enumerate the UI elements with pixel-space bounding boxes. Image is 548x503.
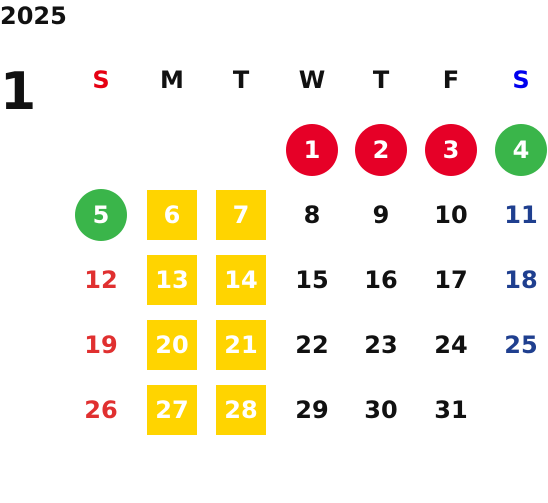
day-cell-23: 23 [364,331,398,359]
weekday-header-monday: M [160,66,184,94]
day-cell-4: 4 [495,124,547,176]
day-cell-12: 12 [84,266,118,294]
day-cell-21: 21 [216,320,266,370]
day-cell-19: 19 [84,331,118,359]
weekday-header-sunday: S [92,66,110,94]
day-cell-22: 22 [295,331,329,359]
day-cell-29: 29 [295,396,329,424]
day-cell-2: 2 [355,124,407,176]
weekday-header-friday: F [442,66,460,94]
day-cell-24: 24 [434,331,468,359]
day-cell-25: 25 [504,331,538,359]
day-cell-3: 3 [425,124,477,176]
weekday-header-saturday: S [512,66,530,94]
day-cell-15: 15 [295,266,329,294]
day-cell-10: 10 [434,201,468,229]
day-cell-7: 7 [216,190,266,240]
day-cell-5: 5 [75,189,127,241]
day-cell-16: 16 [364,266,398,294]
day-cell-14: 14 [216,255,266,305]
month-number: 1 [0,62,37,122]
day-cell-27: 27 [147,385,197,435]
day-cell-28: 28 [216,385,266,435]
weekday-header-tuesday: T [232,66,250,94]
day-cell-17: 17 [434,266,468,294]
day-cell-18: 18 [504,266,538,294]
weekday-header-thursday: T [372,66,390,94]
day-cell-1: 1 [286,124,338,176]
weekday-header-wednesday: W [298,66,326,94]
year-label: 2025 [0,2,67,30]
day-cell-31: 31 [434,396,468,424]
day-cell-26: 26 [84,396,118,424]
day-cell-13: 13 [147,255,197,305]
day-cell-20: 20 [147,320,197,370]
day-cell-8: 8 [303,201,321,229]
day-cell-30: 30 [364,396,398,424]
day-cell-9: 9 [372,201,390,229]
day-cell-11: 11 [504,201,538,229]
day-cell-6: 6 [147,190,197,240]
